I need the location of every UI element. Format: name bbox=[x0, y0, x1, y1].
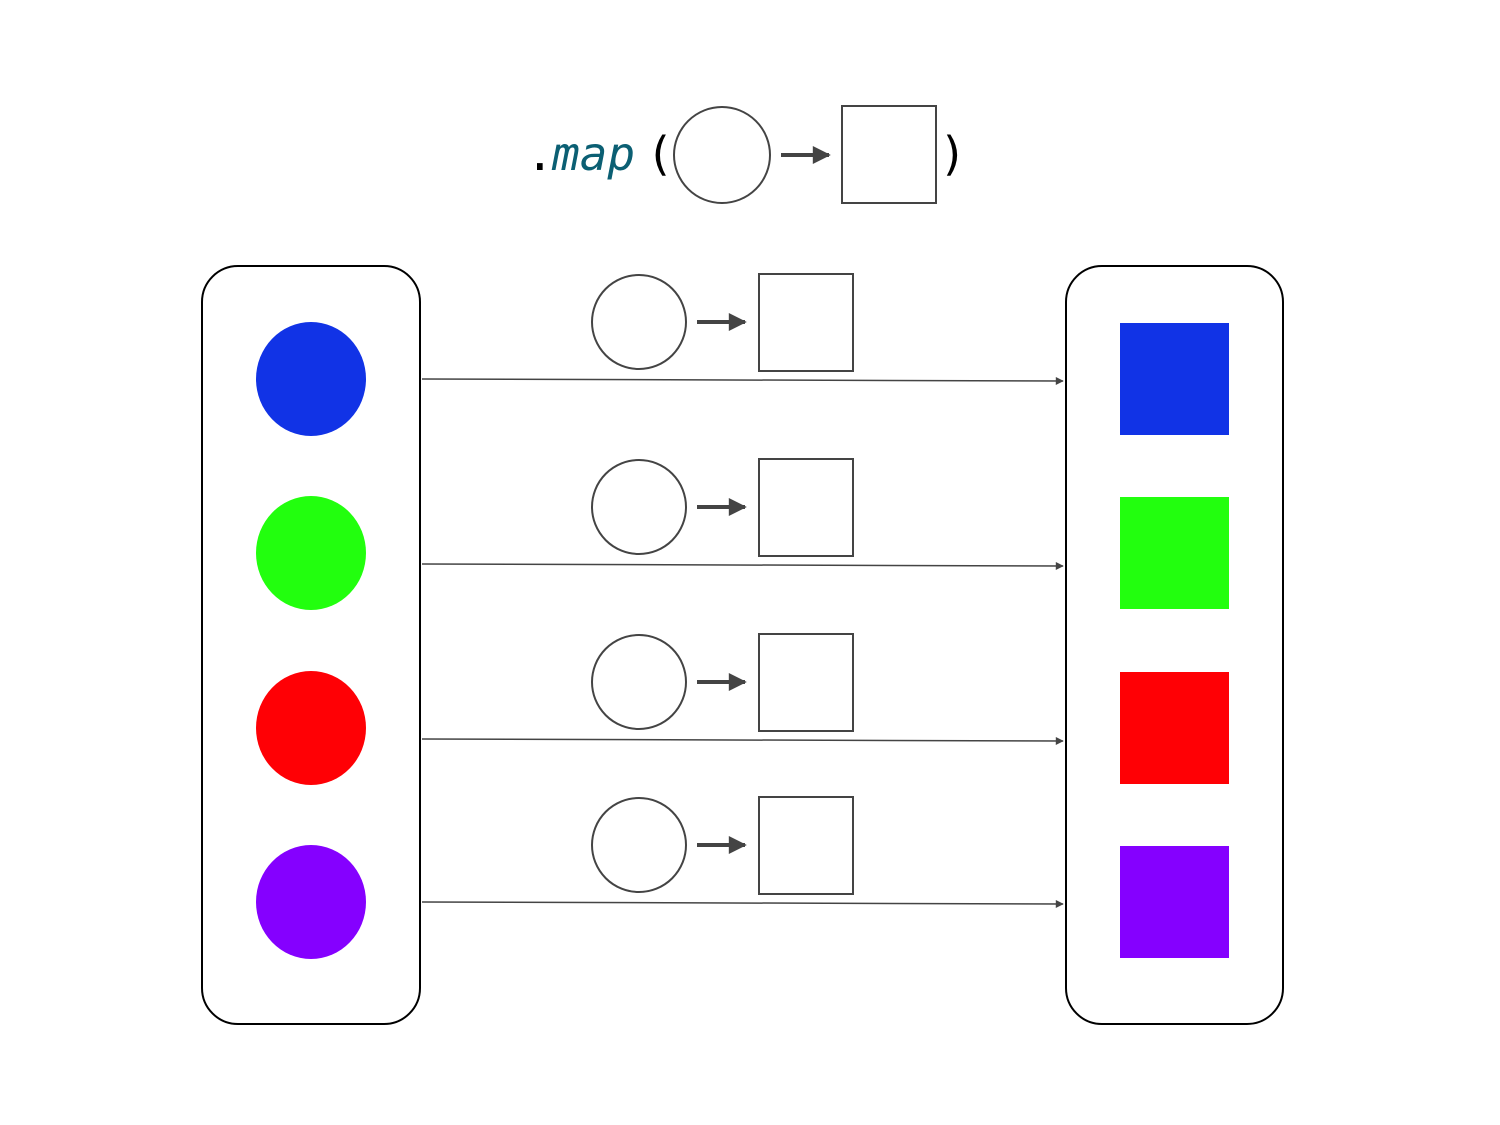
function-glyph-row-3 bbox=[591, 633, 854, 732]
input-items bbox=[256, 322, 366, 959]
function-square-icon bbox=[758, 273, 854, 372]
header-square-icon bbox=[841, 105, 937, 204]
function-square-icon bbox=[758, 796, 854, 895]
code-method-name: map bbox=[551, 127, 635, 181]
map-call-header: . map ( ) bbox=[526, 105, 967, 204]
input-circle-red bbox=[256, 671, 366, 785]
function-circle-icon bbox=[591, 459, 687, 555]
code-close-paren: ) bbox=[939, 127, 967, 181]
function-circle-icon bbox=[591, 797, 687, 893]
function-glyph-row-2 bbox=[591, 458, 854, 557]
function-square-icon bbox=[758, 458, 854, 557]
header-circle-icon bbox=[673, 106, 771, 204]
function-glyph-row-4 bbox=[591, 796, 854, 895]
input-collection bbox=[201, 265, 421, 1025]
mapping-arrow bbox=[421, 736, 1064, 745]
output-square-purple bbox=[1120, 846, 1229, 958]
input-circle-purple bbox=[256, 845, 366, 959]
mapping-arrow bbox=[421, 561, 1064, 570]
mapping-arrow bbox=[421, 376, 1064, 385]
output-square-blue bbox=[1120, 323, 1229, 435]
output-square-green bbox=[1120, 497, 1229, 609]
function-circle-icon bbox=[591, 634, 687, 730]
function-square-icon bbox=[758, 633, 854, 732]
mapping-arrows bbox=[421, 376, 1064, 908]
output-collection bbox=[1065, 265, 1284, 1025]
mapping-arrow bbox=[421, 899, 1064, 908]
function-glyph-row-1 bbox=[591, 273, 854, 372]
input-circle-blue bbox=[256, 322, 366, 436]
function-circle-icon bbox=[591, 274, 687, 370]
code-open-paren: ( bbox=[646, 127, 674, 181]
output-items bbox=[1120, 323, 1229, 958]
code-dot: . bbox=[526, 127, 554, 181]
input-circle-green bbox=[256, 496, 366, 610]
output-square-red bbox=[1120, 672, 1229, 784]
